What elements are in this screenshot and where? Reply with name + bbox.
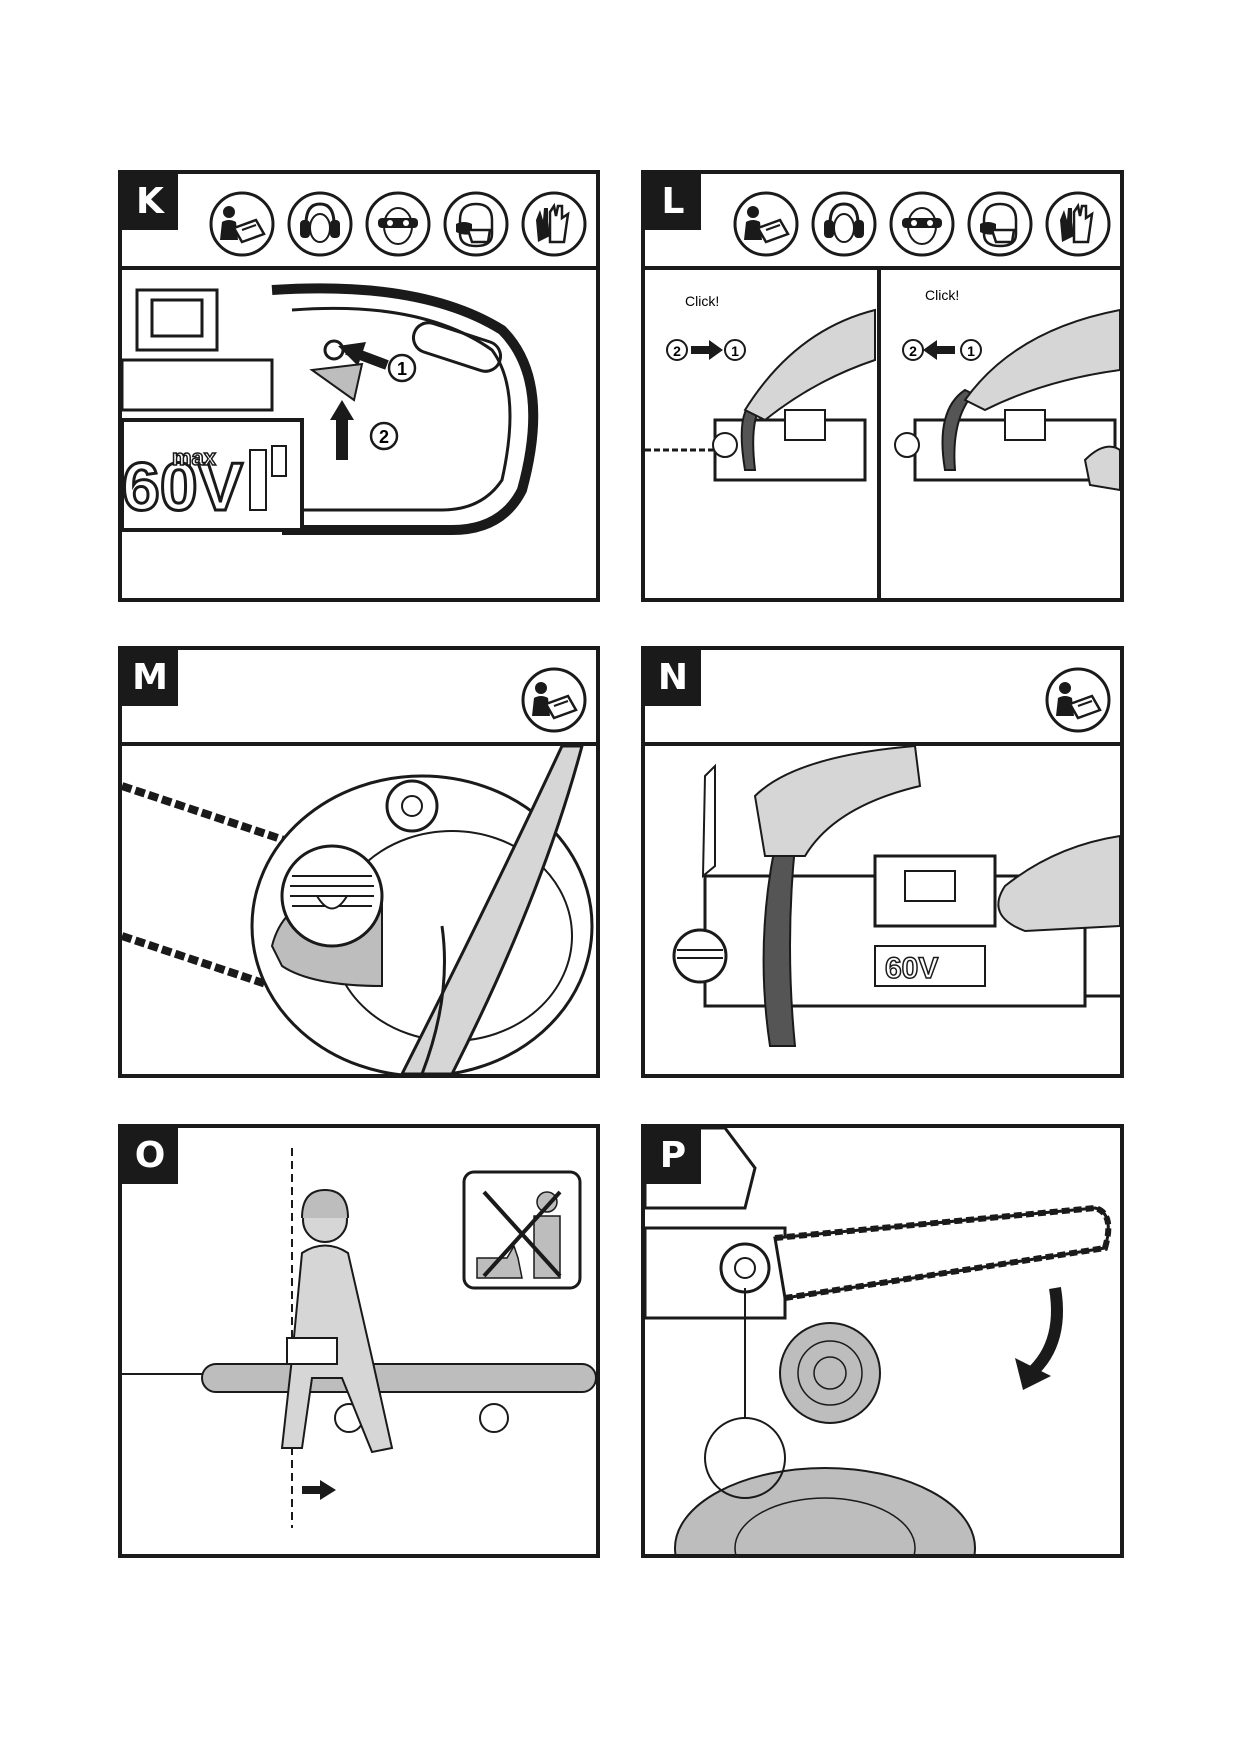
panel-m: M: [118, 646, 600, 1078]
battery-sub-label: max: [172, 445, 217, 470]
panel-m-illustration: [122, 744, 596, 1074]
face-mask-icon: [967, 191, 1033, 257]
read-manual-icon: [209, 191, 275, 257]
gloves-icon: [521, 191, 587, 257]
step-number-1: 1: [731, 343, 739, 359]
safety-icon-row: [1044, 666, 1112, 734]
eye-protection-icon: [889, 191, 955, 257]
panel-label: N: [645, 650, 701, 706]
read-manual-icon: [733, 191, 799, 257]
panel-p-illustration: [645, 1128, 1112, 1554]
step-number-2: 2: [909, 343, 917, 359]
panel-label: K: [122, 174, 178, 230]
click-label-right: Click!: [925, 287, 959, 303]
panel-n-header: N: [645, 650, 1120, 746]
step-number-2: 2: [673, 343, 681, 359]
safety-icon-row: [208, 190, 588, 258]
eye-protection-icon: [365, 191, 431, 257]
panel-k: K 60V max: [118, 170, 600, 602]
battery-label: 60V: [885, 952, 938, 985]
panel-label: P: [645, 1128, 701, 1184]
safety-icon-row: [732, 190, 1112, 258]
panel-m-header: M: [122, 650, 596, 746]
click-label-left: Click!: [685, 293, 719, 309]
panel-o-illustration: [122, 1148, 596, 1528]
panel-k-header: K: [122, 174, 596, 270]
panel-l: L Click! 2 1 Click! 2: [641, 170, 1124, 602]
step-number-2: 2: [379, 427, 389, 447]
panel-label: O: [122, 1128, 178, 1184]
gloves-icon: [1045, 191, 1111, 257]
panel-k-illustration: 60V max 1 2: [122, 270, 596, 598]
panel-p: P: [641, 1124, 1124, 1558]
panel-l-header: L: [645, 174, 1120, 270]
battery-label: 60V: [122, 449, 243, 525]
ear-protection-icon: [287, 191, 353, 257]
panel-l-illustration: Click! 2 1 Click! 2 1: [645, 270, 1120, 598]
panel-divider: [877, 270, 881, 598]
ear-protection-icon: [811, 191, 877, 257]
panel-label: L: [645, 174, 701, 230]
read-manual-icon: [521, 667, 587, 733]
panel-label: M: [122, 650, 178, 706]
step-number-1: 1: [397, 359, 407, 379]
step-number-1: 1: [967, 343, 975, 359]
panel-n: N 60V: [641, 646, 1124, 1078]
panel-n-illustration: 60V: [645, 744, 1120, 1074]
read-manual-icon: [1045, 667, 1111, 733]
safety-icon-row: [520, 666, 588, 734]
panel-o: O: [118, 1124, 600, 1558]
face-mask-icon: [443, 191, 509, 257]
